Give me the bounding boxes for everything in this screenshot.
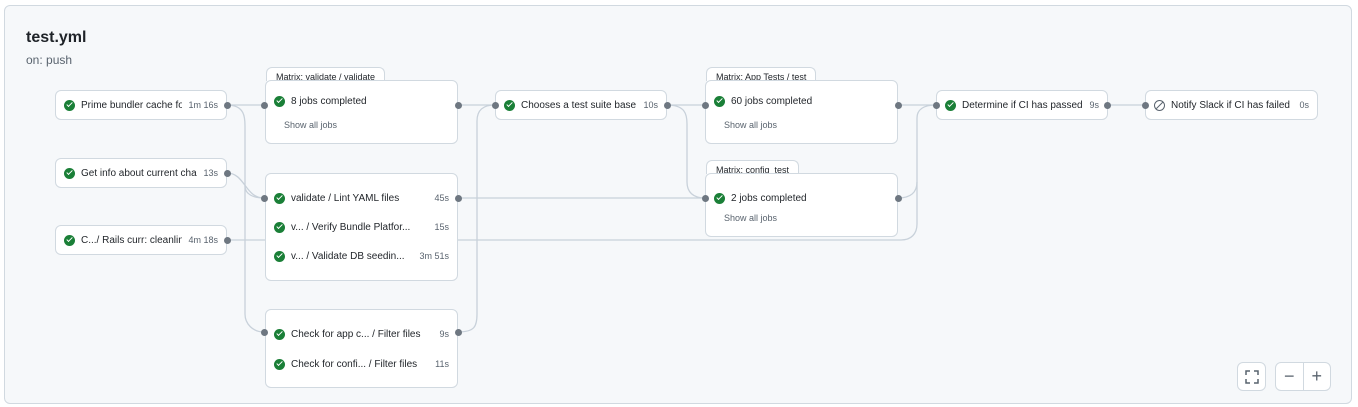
matrix-summary: 8 jobs completed bbox=[291, 95, 367, 107]
job-duration: 0s bbox=[1299, 100, 1309, 110]
success-check-icon bbox=[274, 250, 285, 262]
skipped-icon bbox=[1154, 99, 1165, 111]
job-duration: 15s bbox=[434, 222, 449, 232]
job-name: Determine if CI has passed bbox=[962, 99, 1083, 111]
connector-dot bbox=[261, 195, 268, 202]
success-check-icon bbox=[274, 221, 285, 233]
connector-dot bbox=[455, 195, 462, 202]
workflow-graph-canvas[interactable]: test.yml on: push Prime bundler cache fo… bbox=[4, 5, 1352, 404]
job-duration: 1m 16s bbox=[188, 100, 218, 110]
connector-dot bbox=[1142, 102, 1149, 109]
job-card-prime-bundler-cache[interactable]: Prime bundler cache fo... 1m 16s bbox=[55, 90, 227, 120]
matrix-summary: 60 jobs completed bbox=[731, 95, 813, 107]
connector-dot bbox=[224, 170, 231, 177]
matrix-card-app-tests[interactable]: 60 jobs completed Show all jobs bbox=[705, 80, 898, 144]
success-check-icon bbox=[274, 328, 285, 340]
job-row: C.../ Rails curr: cleanlin... 4m 18s bbox=[64, 231, 218, 249]
job-duration: 45s bbox=[434, 193, 449, 203]
fullscreen-icon bbox=[1244, 369, 1259, 384]
show-all-jobs-link[interactable]: Show all jobs bbox=[284, 120, 338, 130]
matrix-tab-validate: Matrix: validate / validate bbox=[266, 67, 386, 82]
job-duration: 13s bbox=[203, 168, 218, 178]
show-all-jobs-link[interactable]: Show all jobs bbox=[724, 120, 778, 130]
workflow-title: test.yml bbox=[26, 29, 87, 46]
success-check-icon bbox=[945, 99, 956, 111]
connector-dot bbox=[702, 102, 709, 109]
matrix-summary-row: 2 jobs completed bbox=[714, 189, 889, 207]
matrix-card-config-test[interactable]: 2 jobs completed Show all jobs bbox=[705, 173, 898, 237]
connector-dot bbox=[224, 237, 231, 244]
connector-dot bbox=[455, 329, 462, 336]
workflow-trigger: on: push bbox=[26, 53, 73, 67]
job-name: Check for confi... / Filter files bbox=[291, 358, 418, 370]
zoom-out-button[interactable]: − bbox=[1283, 366, 1295, 386]
connector-dot bbox=[224, 102, 231, 109]
job-row: Determine if CI has passed 9s bbox=[945, 96, 1099, 114]
connector-dot bbox=[895, 102, 902, 109]
job-name: Check for app c... / Filter files bbox=[291, 328, 421, 340]
fullscreen-button[interactable] bbox=[1237, 362, 1266, 391]
success-check-icon bbox=[714, 192, 725, 204]
matrix-card-validate[interactable]: 8 jobs completed Show all jobs bbox=[265, 80, 458, 144]
job-card-get-info[interactable]: Get info about current cha... 13s bbox=[55, 158, 227, 188]
job-duration: 9s bbox=[1089, 100, 1099, 110]
job-card-rails-curr[interactable]: C.../ Rails curr: cleanlin... 4m 18s bbox=[55, 225, 227, 255]
connector-dot bbox=[261, 329, 268, 336]
job-name: C.../ Rails curr: cleanlin... bbox=[81, 234, 183, 246]
success-check-icon bbox=[714, 95, 725, 107]
job-card-determine-ci[interactable]: Determine if CI has passed 9s bbox=[936, 90, 1108, 120]
job-duration: 11s bbox=[435, 359, 449, 369]
job-duration: 9s bbox=[439, 329, 449, 339]
job-row: Prime bundler cache fo... 1m 16s bbox=[64, 96, 218, 114]
job-group-validate: validate / Lint YAML files 45s v... / Ve… bbox=[265, 173, 458, 281]
success-check-icon bbox=[274, 358, 285, 370]
job-name: v... / Verify Bundle Platfor... bbox=[291, 221, 411, 233]
connector-dot bbox=[895, 195, 902, 202]
success-check-icon bbox=[64, 99, 75, 111]
job-row: Chooses a test suite base... 10s bbox=[504, 96, 658, 114]
success-check-icon bbox=[64, 167, 75, 179]
connector-dot bbox=[492, 102, 499, 109]
job-duration: 4m 18s bbox=[188, 235, 218, 245]
connector-dot bbox=[261, 102, 268, 109]
show-all-jobs-link[interactable]: Show all jobs bbox=[724, 213, 778, 223]
job-duration: 10s bbox=[643, 100, 658, 110]
zoom-in-button[interactable]: + bbox=[1302, 363, 1331, 390]
matrix-tab-app-tests: Matrix: App Tests / test bbox=[706, 67, 817, 82]
job-row: Notify Slack if CI has failed 0s bbox=[1154, 96, 1309, 114]
success-check-icon bbox=[274, 192, 285, 204]
job-name: v... / Validate DB seedin... bbox=[291, 250, 405, 262]
matrix-summary: 2 jobs completed bbox=[731, 192, 807, 204]
matrix-tab-config-test: Matrix: config_test bbox=[706, 160, 800, 175]
success-check-icon bbox=[274, 95, 285, 107]
zoom-controls: − + bbox=[1275, 362, 1331, 391]
job-row-check-config[interactable]: Check for confi... / Filter files 11s bbox=[274, 355, 449, 373]
job-duration: 3m 51s bbox=[419, 251, 449, 261]
job-row-validate-db[interactable]: v... / Validate DB seedin... 3m 51s bbox=[274, 247, 449, 265]
success-check-icon bbox=[504, 99, 515, 111]
job-card-choose-test-suite[interactable]: Chooses a test suite base... 10s bbox=[495, 90, 667, 120]
connector-dot bbox=[702, 195, 709, 202]
job-card-notify-slack[interactable]: Notify Slack if CI has failed 0s bbox=[1145, 90, 1318, 120]
job-row-verify-bundle[interactable]: v... / Verify Bundle Platfor... 15s bbox=[274, 218, 449, 236]
matrix-summary-row: 8 jobs completed bbox=[274, 92, 449, 110]
connector-dot bbox=[455, 102, 462, 109]
job-name: Get info about current cha... bbox=[81, 167, 198, 179]
job-name: validate / Lint YAML files bbox=[291, 192, 400, 204]
matrix-summary-row: 60 jobs completed bbox=[714, 92, 889, 110]
job-row-check-app[interactable]: Check for app c... / Filter files 9s bbox=[274, 325, 449, 343]
dependency-wires bbox=[226, 104, 1145, 333]
success-check-icon bbox=[64, 234, 75, 246]
connector-dot bbox=[1104, 102, 1111, 109]
job-row: Get info about current cha... 13s bbox=[64, 164, 218, 182]
job-group-check: Check for app c... / Filter files 9s Che… bbox=[265, 309, 458, 388]
connector-dot bbox=[664, 102, 671, 109]
connector-dot bbox=[933, 102, 940, 109]
job-name: Prime bundler cache fo... bbox=[81, 99, 183, 111]
job-name: Chooses a test suite base... bbox=[521, 99, 638, 111]
job-name: Notify Slack if CI has failed bbox=[1171, 99, 1290, 111]
job-row-lint-yaml[interactable]: validate / Lint YAML files 45s bbox=[274, 189, 449, 207]
